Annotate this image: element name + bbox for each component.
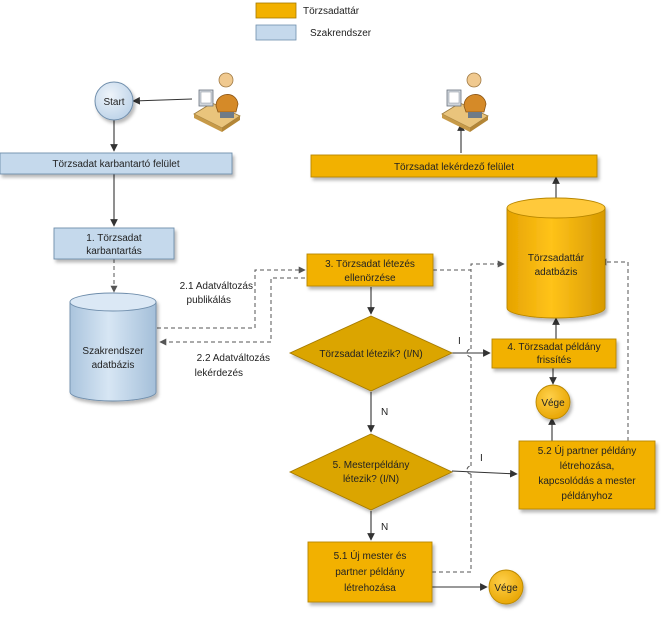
- query-ui-label: Törzsadat lekérdező felület: [394, 162, 514, 173]
- step52-label-line1: 5.2 Új partner példány: [538, 444, 636, 457]
- edge-label-publish-line1: 2.1 Adatváltozás: [180, 281, 253, 292]
- step4-label-line2: frissítés: [537, 355, 571, 366]
- decision-exists: [288, 315, 454, 392]
- decision-master-label-line1: 5. Mesterpéldány: [333, 460, 410, 471]
- step51-label-line1: 5.1 Új mester és: [334, 549, 407, 562]
- user-left-icon: [193, 72, 241, 132]
- edge-label-fetch-line1: 2.2 Adatváltozás: [197, 353, 270, 364]
- maintenance-ui-label: Törzsadat karbantartó felület: [52, 159, 180, 170]
- master-db-label-line2: adatbázis: [535, 267, 578, 278]
- start-label: Start: [103, 97, 124, 108]
- step51-box: [307, 541, 433, 603]
- edge-label-fetch-line2: lekérdezés: [195, 368, 243, 379]
- start-node: [94, 81, 134, 121]
- dashed-connectors: [110, 258, 629, 573]
- edge-label-no2: N: [381, 522, 388, 533]
- step51-label-line2: partner példány: [335, 567, 405, 578]
- step3-label-line2: ellenörzése: [344, 273, 396, 284]
- legend-swatch-system: [255, 24, 297, 41]
- decision-master-label-line2: létezik? (I/N): [343, 474, 399, 485]
- master-db-label-line1: Törzsadattár: [528, 253, 585, 264]
- edge-label-no1: N: [381, 407, 388, 418]
- step52-label-line3: kapcsolódás a mester: [538, 476, 636, 487]
- end1-label: Vége: [541, 398, 565, 409]
- step4-box: [491, 338, 617, 369]
- edge-label-yes1: I: [458, 336, 461, 347]
- step51-label-line3: létrehozása: [344, 583, 396, 594]
- step1-label-line1: 1. Törzsadat: [86, 233, 142, 244]
- system-db-label-line1: Szakrendszer: [82, 346, 144, 357]
- step52-label-line2: létrehozása,: [560, 461, 614, 472]
- system-db-label-line2: adatbázis: [92, 360, 135, 371]
- master-database: [506, 197, 606, 319]
- legend: Törzsadattár Szakrendszer: [255, 2, 372, 41]
- edge-label-yes2: I: [480, 453, 483, 464]
- query-ui-bar: [310, 154, 598, 178]
- legend-label-system: Szakrendszer: [310, 28, 372, 39]
- legend-label-master: Törzsadattár: [303, 6, 360, 17]
- maintenance-ui-bar: [0, 152, 233, 175]
- user-right-icon: [441, 72, 489, 132]
- step1-label-line2: karbantartás: [86, 246, 142, 257]
- end2-node: [488, 569, 524, 605]
- end2-label: Vége: [494, 583, 518, 594]
- step1-box: [53, 227, 175, 260]
- end1-node: [535, 384, 571, 420]
- solid-connectors: [110, 96, 560, 591]
- step52-box: [518, 440, 656, 510]
- legend-swatch-master: [255, 2, 297, 19]
- step3-label-line1: 3. Törzsadat létezés: [325, 259, 415, 270]
- step52-label-line4: példányhoz: [561, 491, 612, 502]
- edge-label-publish-line2: publikálás: [187, 295, 231, 306]
- step3-box: [306, 253, 434, 287]
- system-database: [69, 292, 157, 402]
- decision-master: [288, 433, 454, 511]
- step4-label-line1: 4. Törzsadat példány: [507, 342, 600, 353]
- decision-exists-label: Törzsadat létezik? (I/N): [319, 349, 422, 360]
